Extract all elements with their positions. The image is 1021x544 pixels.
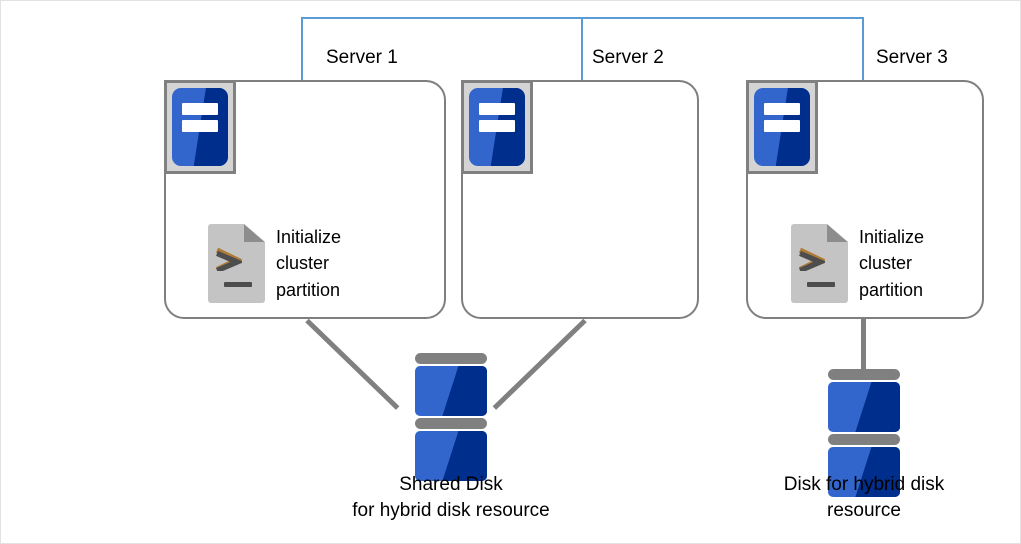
task-label-server-3: Initialize cluster partition [859, 224, 924, 302]
cluster-bracket-tick-server-2 [581, 17, 583, 81]
caption-line: Shared Disk [399, 474, 503, 495]
server-icon-body [469, 88, 525, 166]
prompt-chevron-icon [215, 247, 242, 272]
server-label-1: Server 1 [326, 47, 398, 68]
prompt-underscore-icon [223, 281, 253, 287]
disk-stack-icon[interactable] [415, 353, 487, 483]
server-icon-bar-2 [478, 119, 516, 132]
disk-slab-lower [415, 431, 487, 481]
server-icon [164, 80, 236, 174]
server-icon-body [172, 88, 228, 166]
server-icon [461, 80, 533, 174]
server-icon-body [754, 88, 810, 166]
caption-line: for hybrid disk resource [352, 499, 550, 521]
server-icon-bar-2 [181, 119, 219, 132]
task-label-line: Initialize [859, 227, 925, 248]
cluster-bracket-tick-server-1 [301, 17, 303, 81]
disk-plate-middle [415, 418, 487, 429]
prompt-underscore-icon [806, 281, 836, 287]
disk-plate-top [415, 353, 487, 364]
script-file-icon [208, 224, 265, 303]
disk-plate-middle [828, 434, 900, 445]
server-icon-bar-1 [763, 102, 801, 115]
script-file-icon [791, 224, 848, 303]
task-label-line: partition [276, 279, 341, 300]
disk-slab-lower [828, 447, 900, 497]
server-label-2: Server 2 [592, 47, 664, 68]
disk-plate-top [828, 369, 900, 380]
connector-server-2-to-shared-disk [492, 318, 587, 410]
prompt-chevron-icon [798, 247, 825, 272]
connector-server-1-to-shared-disk [305, 318, 400, 410]
disk-slab-upper [415, 366, 487, 416]
task-label-line: cluster [859, 253, 913, 274]
server-icon [746, 80, 818, 174]
caption-line: Disk for hybrid disk [783, 474, 945, 495]
task-block-server-3: Initialize cluster partition [791, 224, 924, 303]
shared-disk-caption: Shared Disk for hybrid disk resource [301, 472, 601, 523]
cluster-bracket-tick-server-3 [862, 17, 864, 81]
disk-slab-shade [855, 382, 900, 432]
task-block-server-1: Initialize cluster partition [208, 224, 341, 303]
server-label-3: Server 3 [876, 47, 948, 68]
server-icon-bar-1 [181, 102, 219, 115]
task-label-line: cluster [276, 253, 330, 274]
server-icon-bar-2 [763, 119, 801, 132]
connector-server-3-to-hybrid-disk [861, 318, 866, 376]
task-label-line: Initialize [276, 227, 342, 248]
disk-slab-upper [828, 382, 900, 432]
task-label-server-1: Initialize cluster partition [276, 224, 341, 302]
caption-line: resource [827, 499, 901, 521]
disk-slab-shade [442, 366, 487, 416]
task-label-line: partition [859, 279, 924, 300]
hybrid-disk-caption: Disk for hybrid disk resource [714, 472, 1014, 523]
server-icon-bar-1 [478, 102, 516, 115]
disk-stack-icon[interactable] [828, 369, 900, 499]
